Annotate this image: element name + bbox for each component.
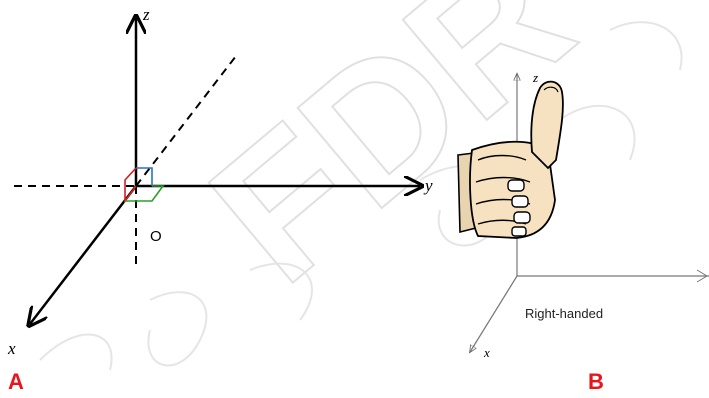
x-axis-label: x xyxy=(7,339,16,358)
panel-a: z y x O A xyxy=(7,5,433,394)
b-z-axis-label: z xyxy=(532,70,538,85)
x-axis xyxy=(30,185,137,324)
b-y-arrow xyxy=(696,269,708,283)
y-axis-label: y xyxy=(423,176,433,195)
panel-label-a: A xyxy=(8,369,24,393)
caption-right-handed: Right-handed xyxy=(525,306,603,321)
b-x-axis xyxy=(470,275,518,352)
panel-b: z x Right-handed B xyxy=(457,70,709,394)
panel-label-b: B xyxy=(588,369,604,393)
angle-marker-xz xyxy=(124,167,137,204)
thumbs-up-hand-illustration xyxy=(457,80,564,239)
angle-marker-yz xyxy=(136,167,153,186)
origin-label: O xyxy=(150,228,162,245)
z-axis-label: z xyxy=(142,5,150,24)
b-x-axis-label: x xyxy=(483,345,490,360)
angle-marker-xy xyxy=(125,185,165,202)
